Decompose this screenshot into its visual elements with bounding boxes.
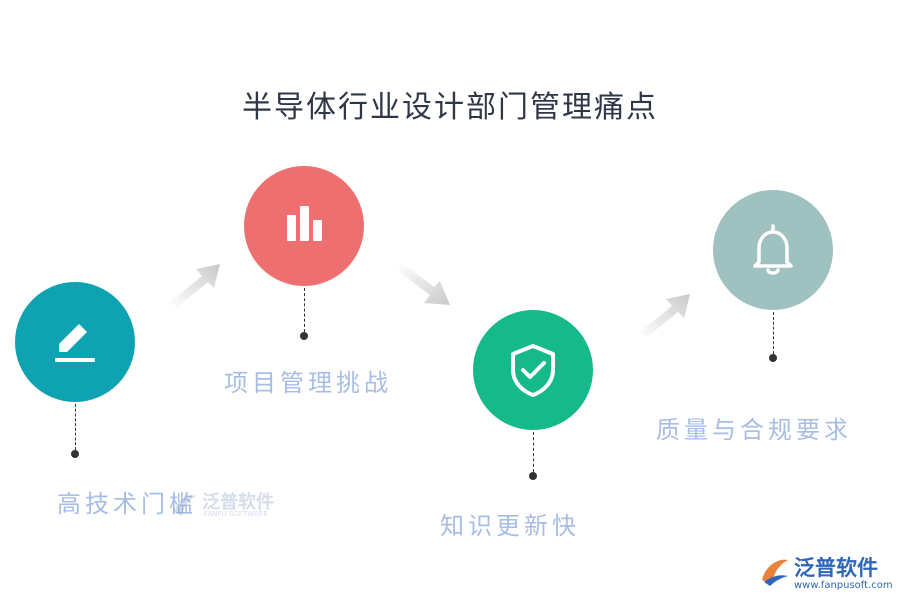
watermark-sub: FANPU SOFTWARE xyxy=(204,510,268,518)
step-3-dot xyxy=(529,472,537,480)
fanpu-logo-icon xyxy=(174,495,196,516)
bell-icon xyxy=(753,224,793,275)
step-1-label: 高技术门槛 xyxy=(57,490,197,518)
watermark-brand: 泛普软件 xyxy=(202,492,274,513)
step-2-label: 项目管理挑战 xyxy=(224,369,392,397)
step-3-connector xyxy=(533,432,534,472)
bar-chart-icon xyxy=(287,206,322,241)
step-1-dot xyxy=(71,450,79,458)
fanpu-logo-icon xyxy=(762,559,788,586)
step-4-connector xyxy=(773,312,774,354)
step-4-label: 质量与合规要求 xyxy=(656,416,852,444)
step-2-dot xyxy=(300,332,308,340)
step-4-circle xyxy=(713,190,833,310)
step-2-circle xyxy=(244,166,364,286)
logo-brand: 泛普软件 xyxy=(794,556,878,580)
arrow-1-icon xyxy=(170,264,220,308)
step-1-connector xyxy=(75,404,76,450)
pencil-icon xyxy=(55,324,95,362)
step-3-circle xyxy=(473,310,593,430)
arrow-2-icon xyxy=(398,263,450,305)
diagram-title: 半导体行业设计部门管理痛点 xyxy=(242,90,658,125)
corner-logo: 泛普软件 www.fanpusoft.com xyxy=(758,552,898,598)
logo-url: www.fanpusoft.com xyxy=(794,580,893,591)
step-4-dot xyxy=(769,354,777,362)
shield-check-icon xyxy=(511,344,555,397)
step-3-label: 知识更新快 xyxy=(440,512,580,540)
step-1-circle xyxy=(15,282,135,402)
step-2-connector xyxy=(304,288,305,332)
arrow-3-icon xyxy=(640,294,690,338)
